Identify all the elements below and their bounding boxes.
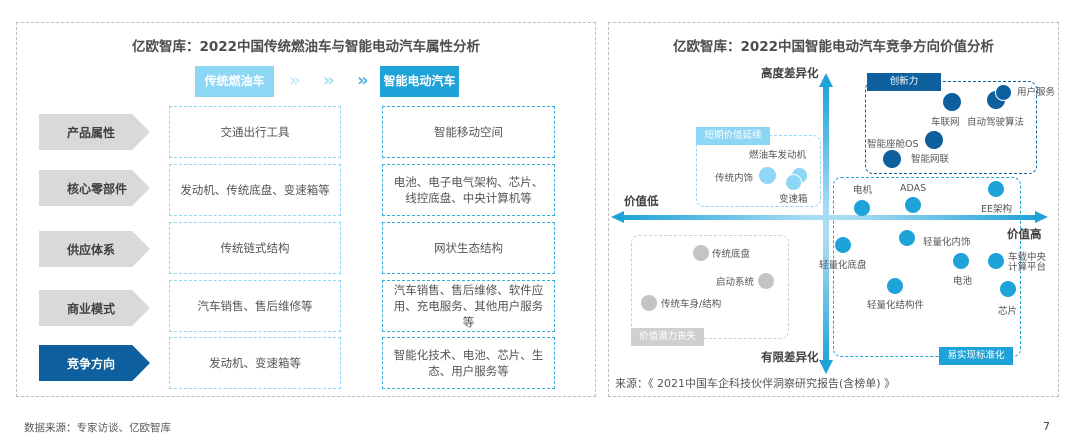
cell-old-competition-direction: 发动机、变速箱等 xyxy=(169,337,341,389)
value-analysis-panel: 亿欧智库：2022中国智能电动汽车竞争方向价值分析 创新力 短期价值延续 价值潜… xyxy=(608,22,1059,397)
cell-new-business-model: 汽车销售、售后维修、软件应用、充电服务、其他用户服务等 xyxy=(382,280,555,332)
dot-iov xyxy=(943,93,961,111)
group-innovation-tag: 创新力 xyxy=(867,73,941,91)
transition-chevrons: » » » xyxy=(285,66,375,97)
dot-gearbox xyxy=(785,174,802,191)
label-cockpit-os: 智能座舱OS xyxy=(867,139,919,150)
dot-adas xyxy=(905,197,921,213)
group-standardization-tag: 易实现标准化 xyxy=(939,347,1013,365)
dot-ee-arch xyxy=(988,181,1004,197)
label-iov: 车联网 xyxy=(931,117,960,128)
dot-starter xyxy=(758,273,774,289)
value-axis xyxy=(621,215,1037,220)
cell-old-supply-system: 传统链式结构 xyxy=(169,222,341,274)
label-ice-engine: 燃油车发动机 xyxy=(749,150,807,161)
group-standardization-box xyxy=(833,177,1021,357)
dot-central-computer xyxy=(988,253,1004,269)
row-label-supply-system: 供应体系 xyxy=(39,231,150,267)
label-light-structure: 轻量化结构件 xyxy=(867,300,925,311)
row-label-product-attribute: 产品属性 xyxy=(39,114,150,150)
smart-ev-header: 智能电动汽车 xyxy=(380,66,459,97)
group-lost-potential-tag: 价值潜力丧失 xyxy=(631,328,704,346)
differentiation-axis xyxy=(823,85,829,365)
dot-trad-interior xyxy=(759,167,776,184)
cell-old-core-components: 发动机、传统底盘、变速箱等 xyxy=(169,164,341,216)
label-chip: 芯片 xyxy=(998,306,1018,317)
chevron-right-icon: » xyxy=(357,70,369,91)
attribute-comparison-panel: 亿欧智库：2022中国传统燃油车与智能电动汽车属性分析 传统燃油车 » » » … xyxy=(16,22,596,397)
cell-new-supply-system: 网状生态结构 xyxy=(382,222,555,274)
dot-light-chassis xyxy=(835,237,851,253)
label-gearbox: 变速箱 xyxy=(779,194,808,205)
dot-motor xyxy=(854,200,870,216)
dot-battery xyxy=(953,253,969,269)
axis-label-high-diff: 高度差异化 xyxy=(761,66,819,80)
label-central-computer-1: 车载中央 xyxy=(1008,252,1047,263)
cell-old-product-attribute: 交通出行工具 xyxy=(169,106,341,158)
group-lost-potential-box xyxy=(631,235,789,339)
dot-light-structure xyxy=(887,278,903,294)
arrow-down-icon xyxy=(819,360,833,374)
dot-trad-body xyxy=(641,295,657,311)
label-adas: ADAS xyxy=(900,183,927,194)
label-central-computer-2: 计算平台 xyxy=(1008,262,1047,273)
row-label-core-components: 核心零部件 xyxy=(39,170,150,206)
cell-old-business-model: 汽车销售、售后维修等 xyxy=(169,280,341,332)
axis-label-high-value: 价值高 xyxy=(1007,227,1042,241)
axis-label-low-value: 价值低 xyxy=(624,194,659,208)
axis-label-limited-diff: 有限差异化 xyxy=(761,350,819,364)
label-battery: 电池 xyxy=(953,276,973,287)
label-light-interior: 轻量化内饰 xyxy=(923,237,971,248)
arrow-left-icon xyxy=(611,211,624,223)
left-panel-title: 亿欧智库：2022中国传统燃油车与智能电动汽车属性分析 xyxy=(131,39,481,55)
cell-new-competition-direction: 智能化技术、电池、芯片、生态、用户服务等 xyxy=(382,337,555,389)
label-light-chassis: 轻量化底盘 xyxy=(819,260,867,271)
dot-user-service xyxy=(995,84,1012,101)
dot-chip xyxy=(1000,281,1016,297)
row-label-business-model: 商业模式 xyxy=(39,290,150,326)
traditional-car-header: 传统燃油车 xyxy=(195,66,274,97)
dot-light-interior xyxy=(899,230,915,246)
label-user-service: 用户服务 xyxy=(1017,87,1056,98)
label-trad-chassis: 传统底盘 xyxy=(712,249,751,260)
label-smart-net: 智能网联 xyxy=(911,154,950,165)
page-number: 7 xyxy=(1043,420,1050,433)
cell-new-product-attribute: 智能移动空间 xyxy=(382,106,555,158)
arrow-right-icon xyxy=(1035,211,1048,223)
label-autonomous: 自动驾驶算法 xyxy=(967,117,1025,128)
dot-smart-net xyxy=(925,131,943,149)
data-source-footer: 数据来源：专家访谈、亿欧智库 xyxy=(24,422,171,434)
right-panel-source: 来源：《 2021中国车企科技伙伴洞察研究报告(含榜单) 》 xyxy=(615,377,896,390)
group-short-term-tag: 短期价值延续 xyxy=(696,127,770,145)
right-panel-title: 亿欧智库：2022中国智能电动汽车竞争方向价值分析 xyxy=(672,39,995,55)
label-motor: 电机 xyxy=(853,185,873,196)
label-ee-arch: EE架构 xyxy=(981,204,1013,215)
group-innovation-box xyxy=(865,81,1037,174)
label-trad-interior: 传统内饰 xyxy=(715,173,754,184)
label-starter: 启动系统 xyxy=(716,277,755,288)
chevron-right-icon: » xyxy=(323,70,335,91)
cell-new-core-components: 电池、电子电气架构、芯片、线控底盘、中央计算机等 xyxy=(382,164,555,216)
arrow-up-icon xyxy=(819,73,833,87)
dot-trad-chassis xyxy=(693,245,709,261)
label-trad-body: 传统车身/结构 xyxy=(661,299,722,310)
row-label-competition-direction: 竞争方向 xyxy=(39,345,150,381)
dot-cockpit-os xyxy=(883,150,901,168)
chevron-right-icon: » xyxy=(289,70,301,91)
